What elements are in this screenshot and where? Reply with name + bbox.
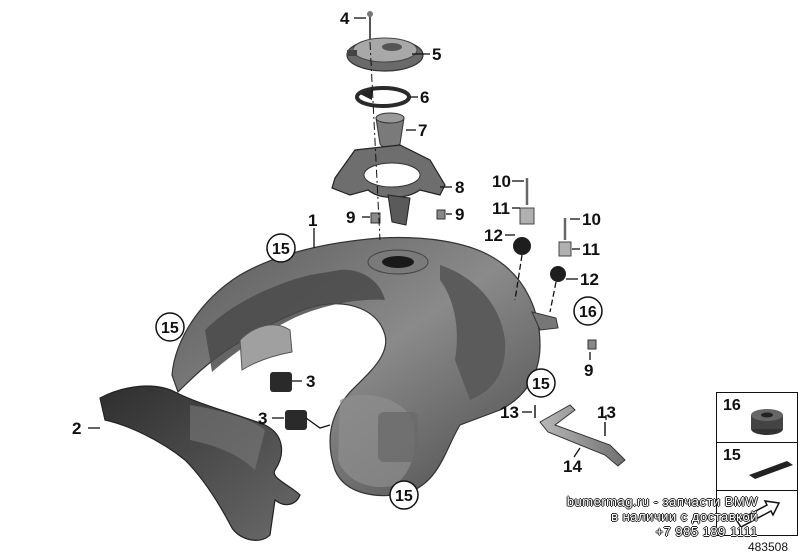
- watermark-line-2: в наличии с доставкой: [611, 509, 758, 524]
- rubber-pad-icon: [751, 409, 783, 435]
- assembly-axis: [369, 41, 381, 241]
- callout-4: 4: [340, 9, 350, 28]
- holder-bracket: [539, 404, 626, 467]
- callout-10: 10: [582, 210, 601, 229]
- filler-cap: [346, 37, 424, 72]
- legend-arrow-box: [716, 490, 798, 536]
- callout-5: 5: [432, 45, 441, 64]
- fuel-tank: [171, 236, 559, 497]
- callout-7: 7: [418, 121, 427, 140]
- circled-16: 16: [579, 304, 597, 321]
- callout-3: 3: [258, 409, 267, 428]
- filler-sleeve: [375, 112, 405, 149]
- callout-11: 11: [582, 240, 600, 259]
- watermark-line-3: +7 985 189 1111: [655, 524, 758, 539]
- callout-3: 3: [306, 372, 315, 391]
- callout-9: 9: [346, 208, 355, 227]
- circled-15: 15: [161, 320, 179, 337]
- callout-13: 13: [597, 403, 616, 422]
- legend-label: 16: [723, 397, 741, 414]
- callout-12: 12: [484, 226, 503, 245]
- circled-callouts: 15 15 15 15 16: [155, 233, 603, 510]
- callout-12: 12: [580, 270, 599, 289]
- callout-9: 9: [584, 361, 593, 380]
- circled-15: 15: [532, 376, 550, 393]
- callout-13: 13: [500, 403, 519, 422]
- circled-15: 15: [395, 488, 413, 505]
- seal-ring: [355, 86, 411, 108]
- callout-10: 10: [492, 172, 511, 191]
- legend-item-16: 16: [716, 392, 798, 444]
- legend-item-15: 15: [716, 442, 798, 492]
- watermark: bumermag.ru - запчасти BMW в наличии с д…: [567, 494, 758, 539]
- legend-label: 15: [723, 447, 741, 464]
- callout-14: 14: [563, 457, 582, 476]
- leader-lines: [88, 17, 607, 458]
- callout-2: 2: [72, 419, 81, 438]
- callouts: 4 5 6 7 8 9 9 9 1 2 3 3 10 10 11 11 12 1…: [72, 9, 616, 476]
- foam-strip-icon: [749, 461, 793, 479]
- arrow-icon: [735, 500, 781, 528]
- reference-number: 483508: [747, 540, 788, 554]
- callout-8: 8: [455, 178, 464, 197]
- small-parts: [270, 11, 606, 436]
- callout-1: 1: [308, 211, 317, 230]
- circled-15: 15: [272, 241, 290, 258]
- watermark-line-1: bumermag.ru - запчасти BMW: [566, 494, 758, 509]
- callout-9: 9: [455, 205, 464, 224]
- filler-bracket: [331, 144, 446, 226]
- callout-11: 11: [492, 199, 510, 218]
- callout-6: 6: [420, 88, 429, 107]
- side-cover: [99, 385, 301, 541]
